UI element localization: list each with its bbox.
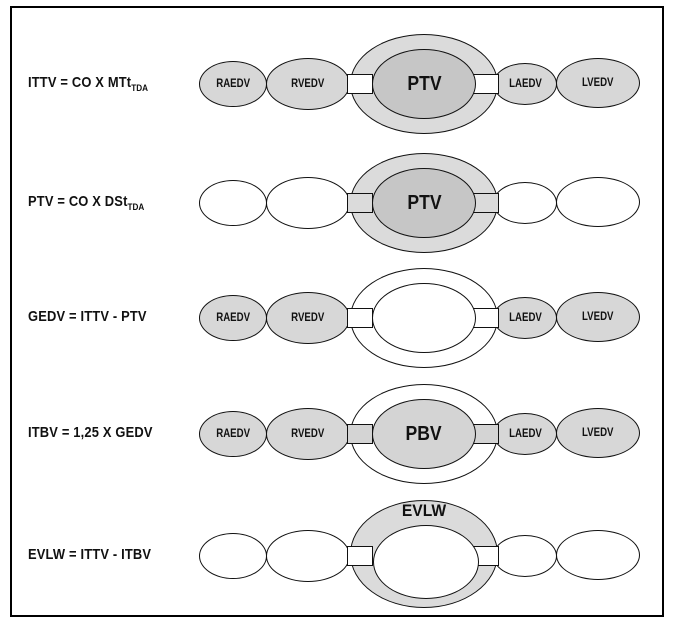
chamber-ellipse-3 [493,535,557,577]
row-gedv: GEDV = ITTV - PTV RAEDV RVEDV LAEDV LVED… [12,262,662,374]
chamber-label: LAEDV [508,428,542,440]
connector-left [347,193,373,213]
connector-left [347,424,373,444]
formula-text: PTV = CO X DStTDA [28,193,145,213]
evlw-ring-label: EVLW [401,501,447,520]
chamber-ellipse-4 [556,177,640,227]
chamber-laedv-ellipse: LAEDV [493,297,557,339]
connector-left [347,308,373,328]
pulmonary-inner-ellipse: PTV [372,168,476,238]
formula-subscript: TDA [131,83,149,94]
chamber-label: RAEDV [216,78,250,90]
formula-text: GEDV = ITTV - PTV [28,308,147,325]
chamber-label: RVEDV [291,78,325,90]
chamber-raedv-ellipse: RAEDV [199,295,267,341]
formula-subscript: TDA [127,202,145,213]
formula-label-ittv: ITTV = CO X MTtTDA [28,28,208,140]
row-ittv: ITTV = CO X MTtTDA RAEDV RVEDV PTV LAEDV… [12,28,662,140]
chamber-rvedv-ellipse: RVEDV [266,58,350,110]
connector-right [473,308,499,328]
row-ptv: PTV = CO X DStTDA PTV [12,147,662,259]
formula-text: ITTV = CO X MTtTDA [28,74,149,94]
chamber-ellipse-2 [266,530,350,582]
figure-border: ITTV = CO X MTtTDA RAEDV RVEDV PTV LAEDV… [10,6,664,617]
connector-right [473,74,499,94]
chamber-label: LVEDV [582,311,614,323]
formula-label-gedv: GEDV = ITTV - PTV [28,262,208,374]
formula-text: EVLW = ITTV - ITBV [28,546,152,563]
connector-left [347,74,373,94]
chamber-rvedv-ellipse: RVEDV [266,292,350,344]
chamber-label: RVEDV [291,312,325,324]
row-itbv: ITBV = 1,25 X GEDV RAEDV RVEDV PBV LAEDV… [12,378,662,490]
pulmonary-inner-ellipse [372,283,476,353]
chamber-label: LVEDV [582,427,614,439]
pulmonary-inner-ellipse: PTV [372,49,476,119]
chamber-label: LAEDV [508,78,542,90]
chamber-ellipse-3 [493,182,557,224]
chamber-rvedv-ellipse: RVEDV [266,408,350,460]
chamber-lvedv-ellipse: LVEDV [556,58,640,108]
chamber-lvedv-ellipse: LVEDV [556,408,640,458]
inner-volume-label: PBV [405,422,443,445]
chamber-label: RAEDV [216,428,250,440]
chamber-ellipse-2 [266,177,350,229]
chamber-label: LVEDV [582,77,614,89]
chamber-laedv-ellipse: LAEDV [493,413,557,455]
connector-left [347,546,373,566]
formula-label-evlw: EVLW = ITTV - ITBV [28,500,208,612]
formula-text: ITBV = 1,25 X GEDV [28,424,153,441]
pulmonary-inner-ellipse: PBV [372,399,476,469]
chamber-laedv-ellipse: LAEDV [493,63,557,105]
connector-right [473,193,499,213]
chamber-ellipse-1 [199,180,267,226]
chamber-label: LAEDV [508,312,542,324]
chamber-label: RAEDV [216,312,250,324]
chamber-label: RVEDV [291,428,325,440]
chamber-raedv-ellipse: RAEDV [199,411,267,457]
formula-label-ptv: PTV = CO X DStTDA [28,147,208,259]
connector-right [473,424,499,444]
chamber-lvedv-ellipse: LVEDV [556,292,640,342]
pulmonary-inner-ellipse [373,525,479,599]
inner-volume-label: PTV [406,72,442,95]
chamber-raedv-ellipse: RAEDV [199,61,267,107]
row-evlw: EVLW = ITTV - ITBV EVLW [12,500,662,612]
chamber-ellipse-4 [556,530,640,580]
inner-volume-label: PTV [406,191,442,214]
formula-label-itbv: ITBV = 1,25 X GEDV [28,378,208,490]
chamber-ellipse-1 [199,533,267,579]
